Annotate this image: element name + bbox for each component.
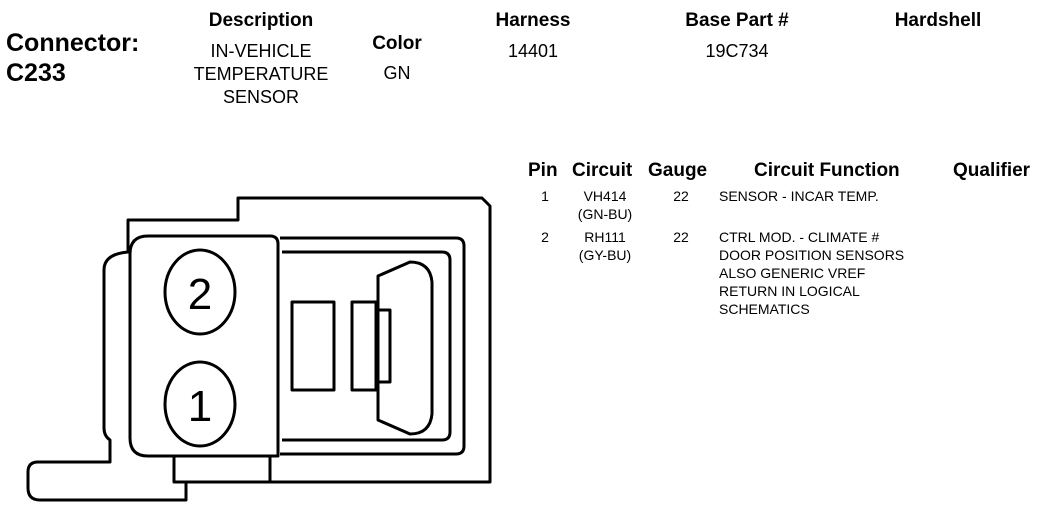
latch-inner-frame <box>282 250 452 442</box>
description-line: TEMPERATURE <box>193 64 329 84</box>
table-row-pin: 2 <box>541 229 549 245</box>
color-value: GN <box>383 63 411 83</box>
function-line: DOOR POSITION SENSORS <box>719 247 905 263</box>
table-row-pin: 1 <box>541 188 549 204</box>
function-line: CTRL MOD. - CLIMATE # <box>719 229 880 245</box>
pin-2-circle <box>163 248 237 336</box>
connector-label: Connector: <box>6 29 140 57</box>
table-row-function: CTRL MOD. - CLIMATE # DOOR POSITION SENS… <box>719 228 904 318</box>
connector-id: C233 <box>6 59 66 87</box>
circuit-color: (GN-BU) <box>577 206 633 222</box>
function-line: ALSO GENERIC VREF <box>719 265 866 281</box>
bottom-tab <box>172 454 272 484</box>
connector-body <box>128 234 280 458</box>
circuit-id: VH414 <box>583 188 627 204</box>
key-window-large <box>290 300 336 392</box>
connector-outer-shell <box>26 196 492 502</box>
latch-frame <box>280 236 466 456</box>
column-header-circuit: Circuit <box>572 160 633 181</box>
function-line: RETURN IN LOGICAL <box>719 283 860 299</box>
base-part-header: Base Part # <box>685 10 789 31</box>
function-line: SENSOR - INCAR TEMP. <box>719 188 879 204</box>
table-row-circuit: RH111 (GY-BU) <box>562 228 648 264</box>
harness-value: 14401 <box>507 41 559 61</box>
description-value: IN-VEHICLE TEMPERATURE SENSOR <box>170 40 352 109</box>
column-header-circuit-function: Circuit Function <box>754 160 900 181</box>
description-line: SENSOR <box>222 87 300 107</box>
table-row-gauge: 22 <box>673 229 689 245</box>
column-header-pin: Pin <box>528 160 558 181</box>
hardshell-header: Hardshell <box>894 10 982 31</box>
pin-1-label: 1 <box>188 382 212 431</box>
description-header: Description <box>208 10 314 31</box>
circuit-id: RH111 <box>584 229 626 245</box>
column-header-gauge: Gauge <box>648 160 708 181</box>
table-row-gauge: 22 <box>673 188 689 204</box>
pin-1-circle <box>163 360 237 448</box>
key-window-notch <box>374 308 392 384</box>
description-line: IN-VEHICLE <box>210 41 312 61</box>
key-window-small <box>350 300 378 392</box>
function-line: SCHEMATICS <box>719 301 810 317</box>
table-row-circuit: VH414 (GN-BU) <box>562 187 648 223</box>
harness-header: Harness <box>495 10 571 31</box>
base-part-value: 19C734 <box>705 41 769 61</box>
circuit-color: (GY-BU) <box>578 247 632 263</box>
color-header: Color <box>372 33 422 54</box>
latch-tab <box>376 260 434 436</box>
pin-2-label: 2 <box>188 270 212 319</box>
table-row-function: SENSOR - INCAR TEMP. <box>719 187 879 205</box>
column-header-qualifier: Qualifier <box>953 160 1031 181</box>
